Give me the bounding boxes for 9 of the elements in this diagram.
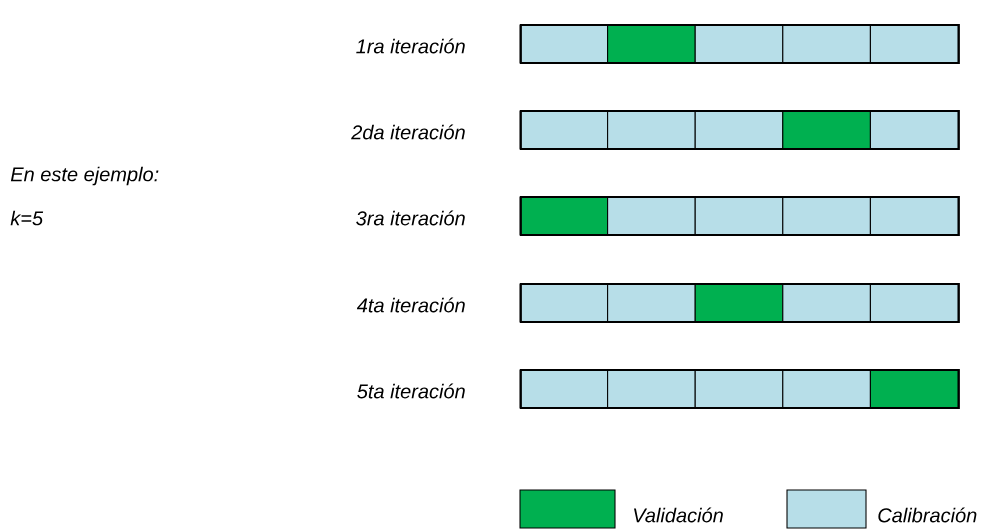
legend-label: Calibración	[878, 507, 977, 523]
note-text: En este ejemplo:	[10, 166, 159, 186]
row-label: 3ra iteración	[356, 210, 465, 226]
legend-label: Validación	[634, 507, 723, 523]
row-label: 2da iteración	[351, 124, 465, 140]
note-text: k=5	[10, 210, 44, 226]
row-label: 4ta iteración	[356, 297, 465, 313]
row-label: 5ta iteración	[357, 383, 465, 399]
row-label: 1ra iteración	[356, 38, 465, 54]
